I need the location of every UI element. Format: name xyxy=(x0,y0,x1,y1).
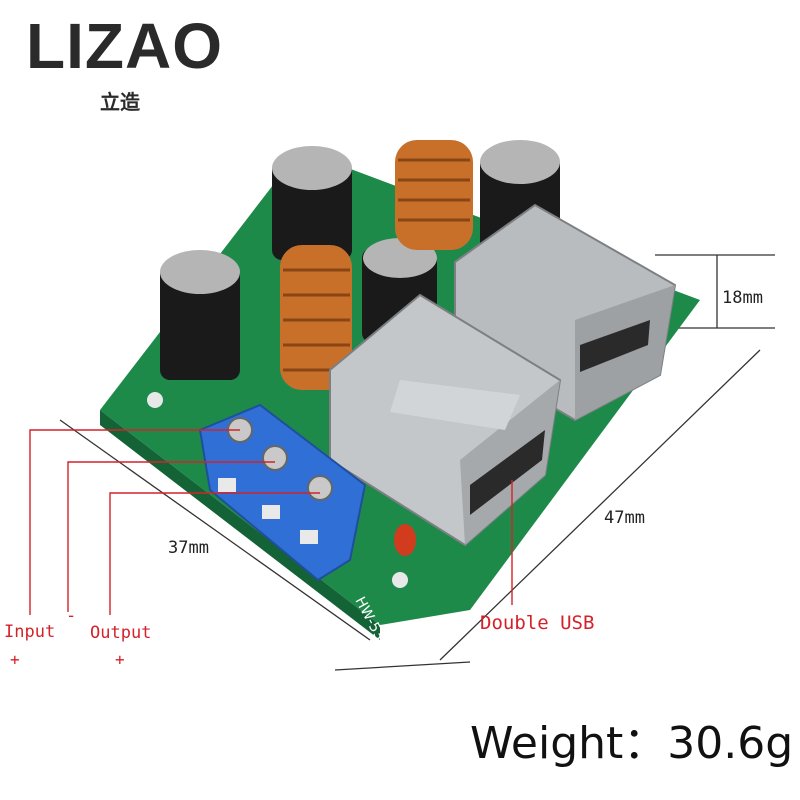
minus-sign: - xyxy=(66,606,77,626)
dimension-width-label: 37mm xyxy=(168,538,209,558)
input-label: Input xyxy=(4,622,56,642)
inductor-coils xyxy=(280,140,473,390)
usb-port-rear xyxy=(454,203,677,422)
dimension-lines xyxy=(59,254,775,671)
weight-label: Weight：30.6g xyxy=(470,718,794,769)
double-usb-label: Double USB xyxy=(480,612,595,634)
brand-logo: LIZAO xyxy=(26,10,223,82)
callout-lines xyxy=(29,429,513,615)
usb-port-front xyxy=(329,293,562,547)
output-label: Output xyxy=(90,623,152,643)
brand-subtitle: 立造 xyxy=(100,90,140,114)
dimension-length-label: 47mm xyxy=(604,508,645,528)
input-plus-sign: + xyxy=(10,650,20,669)
output-plus-sign: + xyxy=(115,650,125,669)
led xyxy=(394,524,416,556)
dimension-height-label: 18mm xyxy=(722,288,763,308)
